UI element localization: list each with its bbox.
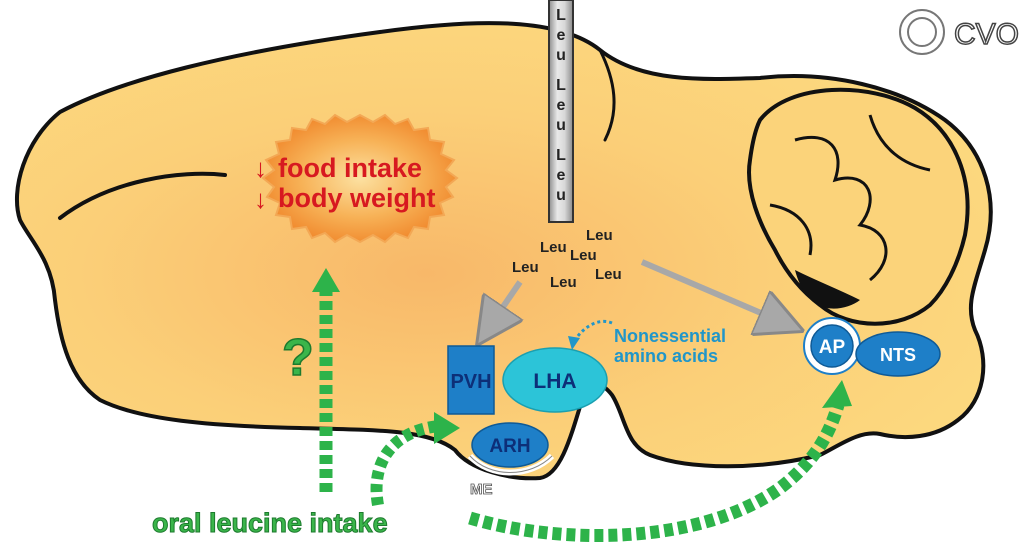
cerebellum-folia bbox=[769, 203, 813, 256]
lha-region bbox=[502, 347, 608, 413]
question-mark: ? bbox=[282, 329, 314, 387]
cannula-letter: e bbox=[557, 167, 566, 184]
nonessential-label-line2: amino acids bbox=[614, 346, 718, 366]
cerebellum-folia bbox=[868, 114, 931, 172]
grey-arrow-to-ap bbox=[640, 259, 782, 322]
oral-leucine-intake-label: oral leucine intake bbox=[152, 508, 388, 538]
brain-outline bbox=[15, 21, 993, 481]
nts-region bbox=[855, 331, 941, 377]
cvo-legend: CVO bbox=[899, 9, 1020, 55]
pvh-region bbox=[447, 345, 495, 415]
green-up-arrow bbox=[312, 268, 340, 492]
cortex-edge bbox=[598, 48, 616, 142]
arh-label: ARH bbox=[489, 436, 530, 457]
pvh-label: PVH bbox=[450, 371, 491, 393]
leu-label: Leu bbox=[595, 266, 622, 283]
me-arc-outline bbox=[469, 455, 553, 473]
decrease-arrow: ↓ bbox=[254, 153, 267, 183]
dotted-arrow-head bbox=[568, 336, 580, 350]
leu-label: Leu bbox=[540, 239, 567, 256]
green-arrow-to-ap bbox=[468, 380, 852, 543]
food-intake-label: food intake bbox=[278, 153, 422, 183]
cannula-letter: L bbox=[556, 7, 566, 24]
fourth-ventricle bbox=[795, 270, 860, 309]
leu-label: Leu bbox=[550, 274, 577, 291]
cannula-letter: e bbox=[557, 97, 566, 114]
nts-label: NTS bbox=[880, 345, 916, 365]
leu-label: Leu bbox=[586, 227, 613, 244]
ap-label: AP bbox=[819, 337, 846, 358]
cannula-letter: u bbox=[556, 47, 566, 64]
leu-label: Leu bbox=[570, 247, 597, 264]
green-arrow-to-arh bbox=[370, 412, 460, 507]
decrease-arrow: ↓ bbox=[254, 184, 267, 214]
cannula-letter: L bbox=[556, 77, 566, 94]
cannula-letter: u bbox=[556, 117, 566, 134]
lha-label: LHA bbox=[533, 370, 576, 393]
cerebrum-fold bbox=[58, 171, 227, 220]
cannula-letter: e bbox=[557, 27, 566, 44]
effect-glow-shape bbox=[261, 113, 459, 244]
cannula-letter: L bbox=[556, 147, 566, 164]
grey-arrow-to-pvh bbox=[490, 280, 520, 326]
body-weight-label: body weight bbox=[278, 183, 436, 213]
me-label: ME bbox=[470, 481, 493, 498]
dotted-arrow-to-lha bbox=[573, 319, 613, 341]
leu-label: Leu bbox=[512, 259, 539, 276]
cerebellum bbox=[747, 87, 970, 326]
cvo-legend-label: CVO bbox=[954, 18, 1019, 51]
nonessential-label-line1: Nonessential bbox=[614, 326, 726, 346]
effect-glow: ↓ ↓ food intake body weight bbox=[254, 113, 459, 244]
arh-region bbox=[471, 422, 549, 468]
ap-region bbox=[810, 324, 854, 368]
cerebellum-folia bbox=[794, 135, 888, 282]
leu-cluster: Leu Leu Leu Leu Leu Leu bbox=[512, 227, 622, 291]
cannula-letter: u bbox=[556, 187, 566, 204]
